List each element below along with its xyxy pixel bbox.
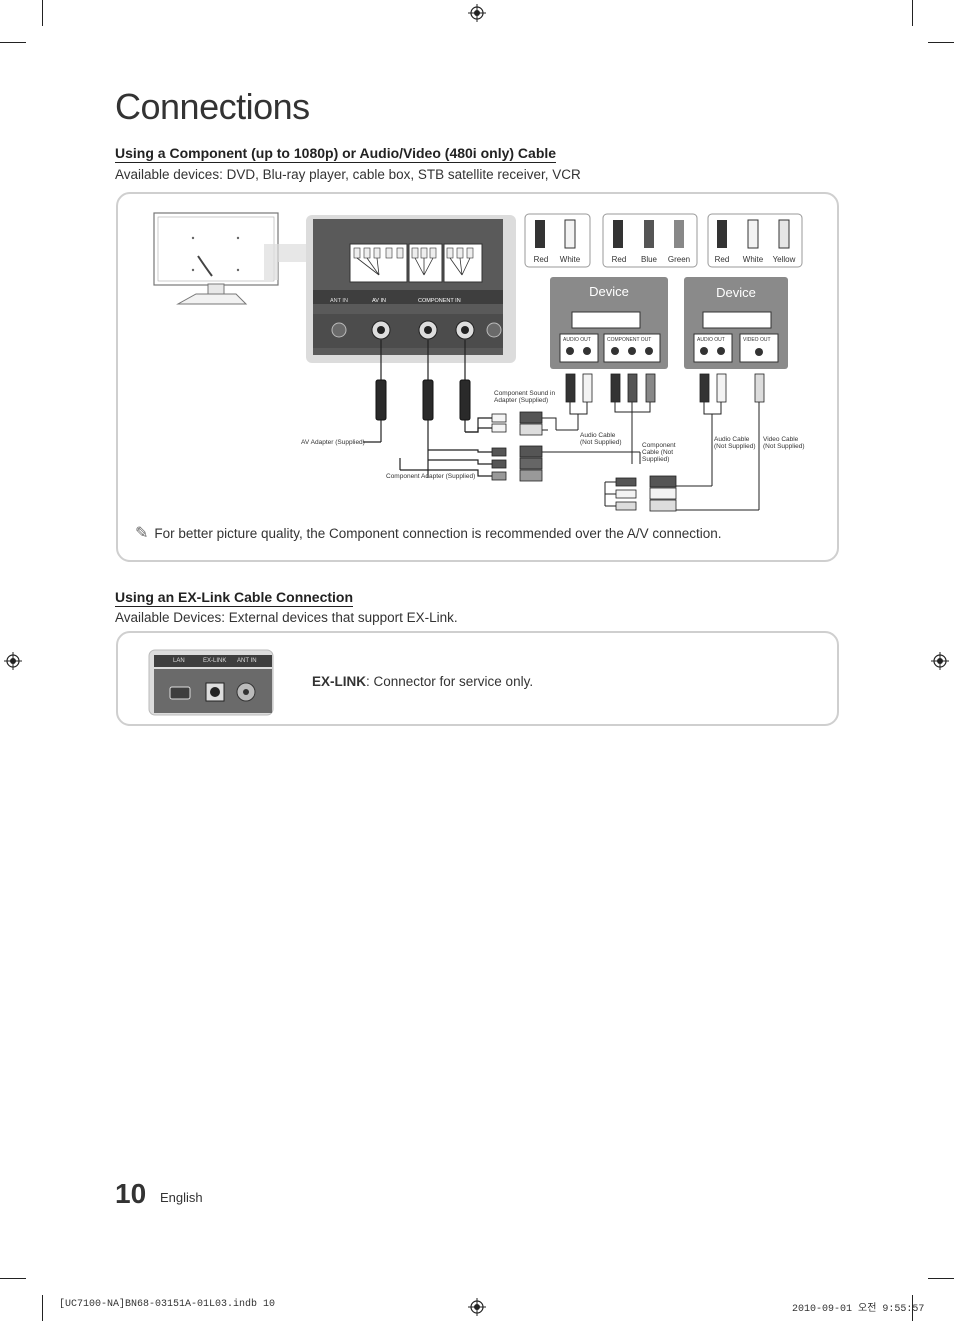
callout-component-adapter: Component Adapter (Supplied) [386, 473, 476, 480]
exlink-panel-label-exlink: EX-LINK [203, 658, 227, 664]
device-component [550, 277, 668, 369]
tv-cables [380, 340, 466, 380]
exlink-desc: : Connector for service only. [366, 674, 534, 689]
exlink-rear-panel [148, 649, 274, 716]
callout-component-sound: Component Sound in Adapter (Supplied) [494, 390, 556, 404]
section-heading-component: Using a Component (up to 1080p) or Audio… [115, 145, 557, 163]
cable-label: Red [612, 255, 627, 264]
cable-label: Blue [641, 255, 658, 264]
exlink-term: EX-LINK [312, 674, 366, 689]
cable-label: Red [715, 255, 730, 264]
page-title: Connections [115, 86, 310, 127]
tv-illustration [153, 212, 306, 305]
panel-label-ant-in: ANT IN [330, 298, 348, 304]
callout-component-cable: Component Cable (Not Supplied) [642, 442, 676, 463]
registration-mark-icon [4, 652, 22, 670]
note-text: For better picture quality, the Componen… [154, 526, 722, 541]
crop-mark [42, 0, 43, 26]
connection-diagram: ANT IN AV IN COMPONENT IN [153, 212, 803, 512]
footer-date: 2010-09-01 오전 9:55:57 [792, 1304, 925, 1315]
cable-label: White [560, 255, 581, 264]
port-label-video-out: VIDEO OUT [743, 337, 771, 343]
page-number: 10 [115, 1178, 147, 1209]
crop-mark [42, 1295, 43, 1321]
cable-label: Green [668, 255, 690, 264]
note: ✎ For better picture quality, the Compone… [135, 523, 721, 543]
cable-group-red-white-yellow [707, 213, 803, 268]
crop-mark [912, 0, 913, 26]
adapter-plugs [375, 379, 471, 421]
crop-mark [0, 1278, 26, 1279]
section-heading-exlink: Using an EX-Link Cable Connection [115, 589, 354, 607]
device-av [684, 277, 788, 369]
middle-rca-plugs [491, 411, 543, 482]
footer-file: [UC7100-NA]BN68-03151A-01L03.indb 10 [59, 1299, 276, 1310]
cable-group-red-blue-green [602, 213, 698, 268]
device-label: Device [716, 285, 756, 300]
bottom-rca-plugs [615, 475, 677, 512]
registration-mark-icon [468, 1298, 486, 1316]
pencil-note-icon: ✎ [135, 525, 149, 542]
panel-label-component-in: COMPONENT IN [418, 298, 461, 304]
crop-mark [928, 42, 954, 43]
registration-mark-icon [931, 652, 949, 670]
crop-mark [928, 1278, 954, 1279]
tv-rear-panel [306, 215, 516, 363]
exlink-panel-label-ant-in: ANT IN [237, 658, 257, 664]
callout-audio-cable: Audio Cable (Not Supplied) [580, 432, 622, 446]
port-label-audio-out: AUDIO OUT [563, 337, 591, 343]
section-available-devices: Available devices: DVD, Blu-ray player, … [115, 167, 581, 182]
cable-label: Red [534, 255, 549, 264]
cable-label: White [743, 255, 764, 264]
callout-av-adapter: AV Adapter (Supplied) [301, 439, 365, 446]
port-label-component-out: COMPONENT OUT [607, 337, 651, 343]
callout-video-cable: Video Cable (Not Supplied) [763, 436, 805, 450]
device-rca-plugs [565, 373, 765, 403]
panel-label-av-in: AV IN [372, 298, 386, 304]
crop-mark [0, 42, 26, 43]
exlink-description: EX-LINK: Connector for service only. [312, 674, 533, 689]
cable-label: Yellow [773, 255, 796, 264]
exlink-panel-label-lan: LAN [173, 658, 185, 664]
cable-group-red-white [524, 213, 591, 268]
section-available-devices: Available Devices: External devices that… [115, 610, 458, 625]
device-label: Device [589, 284, 629, 299]
callout-audio-cable: Audio Cable (Not Supplied) [714, 436, 756, 450]
crop-mark [912, 1295, 913, 1321]
port-label-audio-out: AUDIO OUT [697, 337, 725, 343]
registration-mark-icon [468, 4, 486, 22]
page-language: English [160, 1190, 203, 1205]
